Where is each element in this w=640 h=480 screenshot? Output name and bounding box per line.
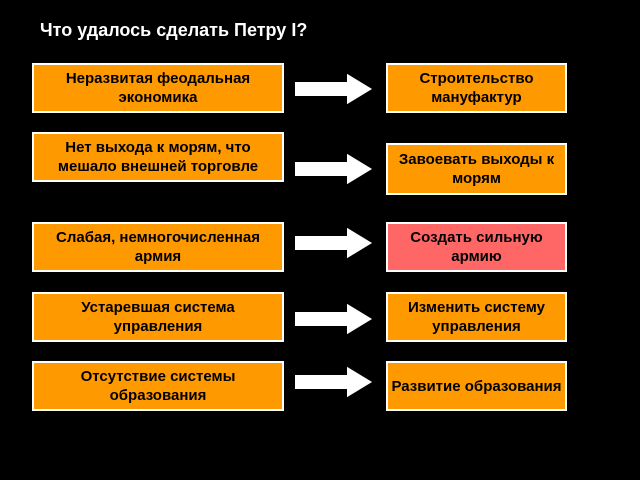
solution-box-3: Создать сильную армию <box>386 222 567 272</box>
solution-box-1: Строительство мануфактур <box>386 63 567 113</box>
arrow-right-icon-1 <box>293 70 376 108</box>
problem-text-3: Слабая, немногочисленная армия <box>56 229 260 265</box>
solution-text-1: Строительство мануфактур <box>419 70 534 106</box>
problem-box-4: Устаревшая система управления <box>32 292 284 342</box>
problem-text-2: Нет выхода к морям, что мешало внешней т… <box>57 139 259 175</box>
slide-title: Что удалось сделать Петру I? <box>40 20 308 40</box>
solution-text-3: Создать сильную армию <box>410 229 543 265</box>
solution-box-2: Завоевать выходы к морям <box>386 143 567 195</box>
problem-box-5: Отсутствие системы образования <box>32 361 284 411</box>
solution-text-4: Изменить систему управления <box>408 299 545 335</box>
problem-box-2: Нет выхода к морям, что мешало внешней т… <box>32 132 284 182</box>
arrow-right-icon-3 <box>293 224 376 262</box>
problem-box-3: Слабая, немногочисленная армия <box>32 222 284 272</box>
arrow-right-icon-4 <box>293 300 376 338</box>
problem-box-1: Неразвитая феодальная экономика <box>32 63 284 113</box>
solution-box-5: Развитие образования <box>386 361 567 411</box>
solution-text-5: Развитие образования <box>391 377 562 395</box>
solution-text-2: Завоевать выходы к морям <box>398 151 555 187</box>
problem-text-5: Отсутствие системы образования <box>80 368 236 404</box>
arrow-right-icon-5 <box>293 363 376 401</box>
arrow-right-icon-2 <box>293 150 376 188</box>
solution-box-4: Изменить систему управления <box>386 292 567 342</box>
problem-text-1: Неразвитая феодальная экономика <box>65 70 251 106</box>
problem-text-4: Устаревшая система управления <box>81 299 235 335</box>
